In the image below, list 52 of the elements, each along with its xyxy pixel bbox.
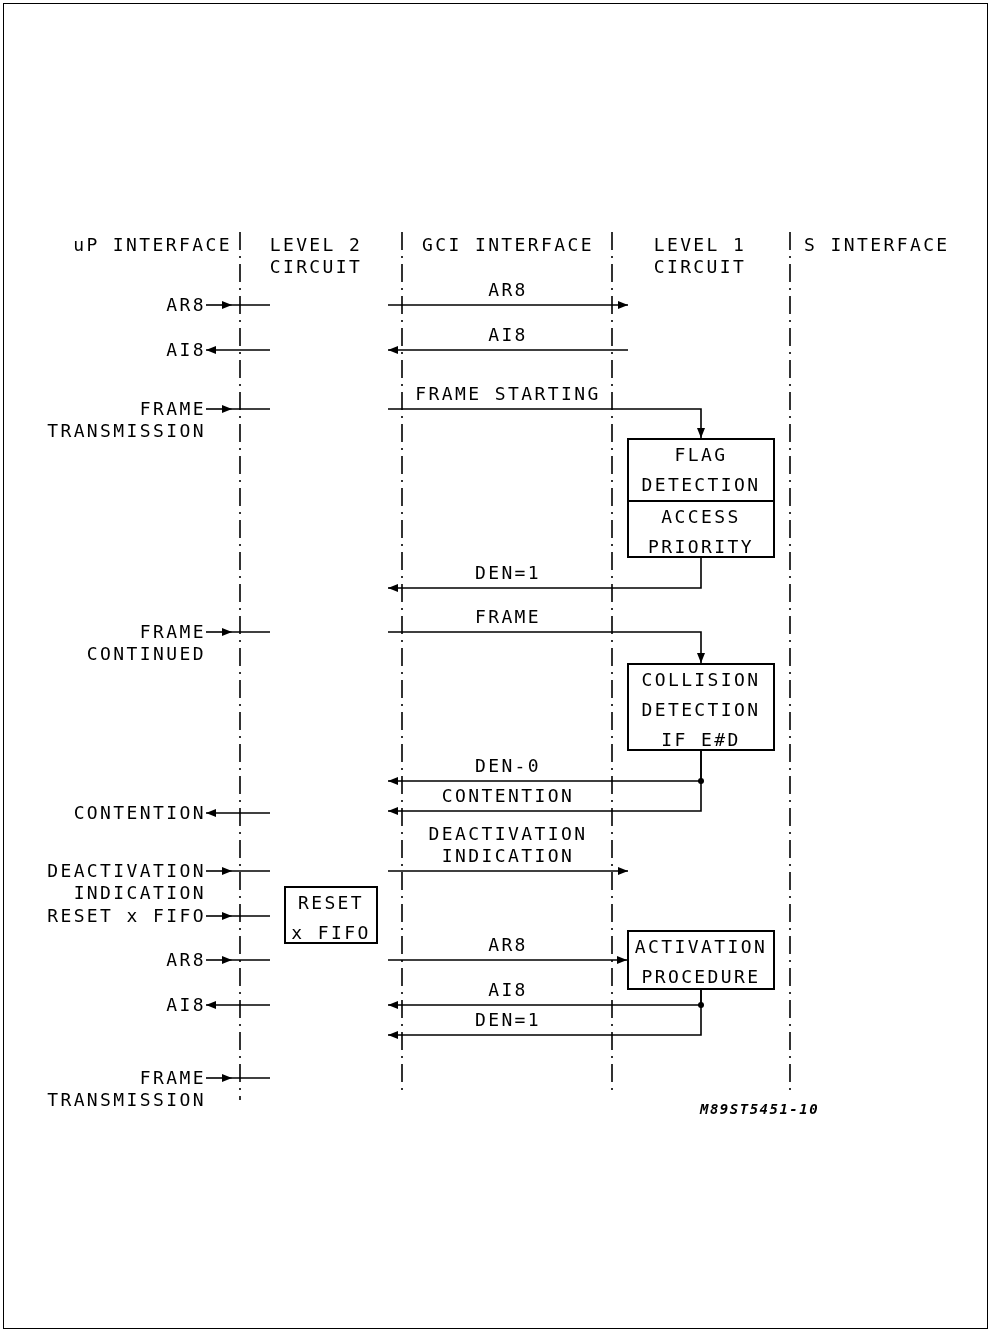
arrow: [387, 956, 628, 964]
column-heading: GCI INTERFACE: [420, 234, 596, 256]
arrow: [205, 956, 233, 964]
arrow-label: CONTENTION: [440, 785, 576, 807]
column-heading: LEVEL 1 CIRCUIT: [652, 234, 748, 278]
column-heading: AR8: [487, 279, 529, 301]
signal-name: FRAME TRANSMISSION: [30, 1067, 206, 1111]
arrow-label: DEN=1: [473, 1009, 543, 1031]
arrow-label: AR8: [487, 934, 529, 956]
arrow: [205, 301, 233, 309]
column-heading: LEVEL 2 CIRCUIT: [268, 234, 364, 278]
arrow-label: DEN-0: [473, 755, 543, 777]
arrow: [205, 867, 233, 875]
signal-name: AR8: [30, 949, 206, 971]
arrow: [387, 631, 705, 664]
arrow: [205, 809, 271, 817]
column-heading: DEACTIVATION INDICATION: [427, 823, 589, 867]
arrow-label: FRAME: [473, 606, 543, 628]
arrow: [205, 628, 233, 636]
arrow: [205, 912, 233, 920]
signal-name: DEACTIVATION INDICATION: [30, 860, 206, 904]
arrow-label: AI8: [487, 979, 529, 1001]
arrow: [205, 1001, 271, 1009]
arrow: [387, 557, 702, 592]
process-box: [627, 663, 775, 751]
signal-name: AR8: [30, 294, 206, 316]
box-label: RESET x FIFO: [290, 891, 372, 945]
column-heading: AI8: [487, 324, 529, 346]
arrow: [387, 408, 705, 439]
process-box: [284, 886, 378, 944]
arrow: [387, 750, 702, 815]
signal-name: FRAME CONTINUED: [30, 621, 206, 665]
arrow-label: FRAME STARTING: [414, 383, 602, 405]
arrow-label: DEN=1: [473, 562, 543, 584]
column-heading: S INTERFACE: [804, 234, 951, 256]
process-box: [627, 930, 775, 990]
signal-name: FRAME TRANSMISSION: [30, 398, 206, 442]
arrow: [205, 1074, 233, 1082]
signal-name: AI8: [30, 339, 206, 361]
box-label: ACTIVATION PROCEDURE: [633, 935, 769, 989]
signal-name: RESET x FIFO: [30, 905, 206, 927]
box-label: FLAG DETECTION: [640, 443, 762, 497]
signal-name: CONTENTION: [30, 802, 206, 824]
column-heading: uP INTERFACE: [72, 234, 232, 256]
arrow: [387, 989, 702, 1039]
signal-name: AI8: [30, 994, 206, 1016]
arrow: [205, 346, 271, 354]
box-label: ACCESS PRIORITY: [647, 505, 755, 559]
process-box: [627, 438, 775, 558]
arrow: [205, 405, 233, 413]
box-label: COLLISION DETECTION IF E#D: [640, 668, 762, 752]
figure-code: M89ST5451-10: [700, 1100, 821, 1119]
